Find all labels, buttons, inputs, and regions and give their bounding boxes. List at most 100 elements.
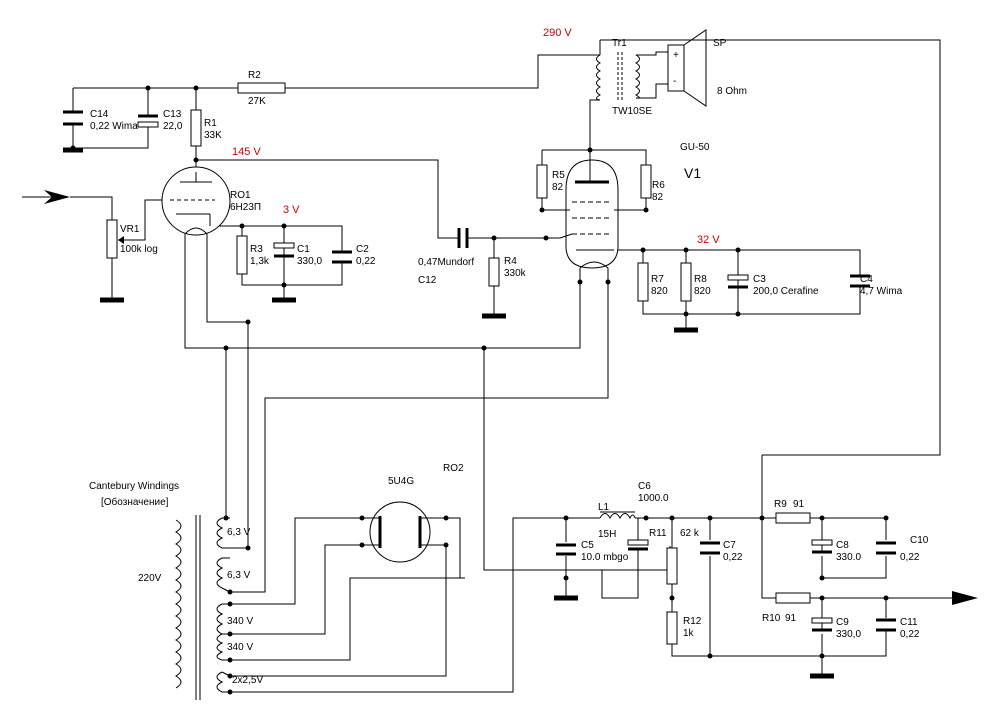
voltage-output-cathode: 32 V <box>697 234 720 246</box>
c12-ref: C12 <box>418 275 437 286</box>
capacitor-c3 <box>727 274 749 281</box>
winding-5: 2x2,5V <box>232 675 263 686</box>
r2-ref: R2 <box>248 70 261 81</box>
v1-type: GU-50 <box>680 142 710 153</box>
c8-value: 330.0 <box>836 552 861 563</box>
resistor-r3 <box>236 235 248 275</box>
r3-ref: R3 <box>250 244 263 255</box>
r10-ref: R10 <box>762 613 781 624</box>
r9-value: 91 <box>793 499 805 510</box>
resistor-r4 <box>488 257 500 287</box>
l1-value: 15H <box>598 529 616 540</box>
c4-ref: C4 <box>860 274 873 285</box>
r1-ref: R1 <box>204 118 217 129</box>
ro2-type: 5U4G <box>388 476 414 487</box>
c12-value: 0,47Mundorf <box>418 257 474 268</box>
winding-4: 340 V <box>227 642 253 653</box>
tr1-ref: Tr1 <box>612 38 627 49</box>
winding-1: 6,3 V <box>227 527 251 538</box>
c5-ref: C5 <box>581 540 594 551</box>
c8-ref: C8 <box>836 540 849 551</box>
capacitor-c11 <box>876 618 896 632</box>
c2-value: 0,22 <box>356 256 376 267</box>
anode <box>180 172 212 183</box>
r5-value: 82 <box>552 182 564 193</box>
input-arrow-icon <box>44 190 70 204</box>
resistor-r1 <box>190 109 202 147</box>
c1-ref: C1 <box>297 244 310 255</box>
l1-ref: L1 <box>598 502 610 513</box>
power-transformer <box>175 515 231 700</box>
ro2-ref: RO2 <box>443 463 464 474</box>
r2-value: 27K <box>248 96 266 107</box>
output-transformer-tr1 <box>596 52 640 102</box>
winding-2: 6,3 V <box>227 570 251 581</box>
c14-value: 0,22 Wima <box>90 121 138 132</box>
speaker-impedance: 8 Ohm <box>717 86 747 97</box>
resistor-r7 <box>637 262 649 302</box>
c7-ref: C7 <box>723 540 736 551</box>
resistor-r8 <box>680 262 692 302</box>
r7-ref: R7 <box>651 274 664 285</box>
c10-value: 0,22 <box>900 552 920 563</box>
capacitor-c7 <box>700 541 720 555</box>
r12-value: 1k <box>683 628 695 639</box>
r12-ref: R12 <box>683 616 702 627</box>
r7-value: 820 <box>651 286 668 297</box>
r9-ref: R9 <box>774 499 787 510</box>
speaker-sp <box>667 29 707 107</box>
heater <box>579 261 609 269</box>
capacitor-c10 <box>876 541 896 555</box>
ro1-ref: RO1 <box>230 190 251 201</box>
c5-value: 10.0 mbgo <box>581 552 629 563</box>
primary-voltage: 220V <box>138 573 162 584</box>
speaker-minus: - <box>673 76 676 87</box>
capacitor-c2 <box>332 250 352 264</box>
c3-ref: C3 <box>753 274 766 285</box>
potentiometer-vr1 <box>106 219 118 259</box>
inductor-l1 <box>599 511 636 520</box>
r1-value: 33K <box>204 130 222 141</box>
c13-value: 22,0 <box>163 121 183 132</box>
c4-value: 4,7 Wima <box>860 286 903 297</box>
voltage-driver-anode: 145 V <box>232 146 261 158</box>
c9-value: 330,0 <box>836 629 861 640</box>
tr1-type: TW10SE <box>612 106 652 117</box>
ground-symbols <box>63 147 834 679</box>
vr1-ref: VR1 <box>120 224 140 235</box>
c6-ref: C6 <box>638 481 651 492</box>
r6-value: 82 <box>652 192 664 203</box>
voltage-driver-cathode: 3 V <box>283 204 300 216</box>
c6-value: 1000.0 <box>638 493 669 504</box>
c13-ref: C13 <box>163 109 182 120</box>
r4-value: 330k <box>504 268 527 279</box>
tube-ro2 <box>362 501 435 563</box>
tube-v1 <box>559 159 619 269</box>
r5-ref: R5 <box>552 170 565 181</box>
c9-ref: C9 <box>836 617 849 628</box>
v1-ref: V1 <box>684 165 701 181</box>
power-transformer-designation: [Обозначение] <box>101 496 169 508</box>
winding-3: 340 V <box>227 616 253 627</box>
r4-ref: R4 <box>504 256 517 267</box>
capacitor-c6 <box>627 539 649 546</box>
capacitor-c5 <box>556 543 576 556</box>
capacitor-c9 <box>811 617 833 624</box>
resistor-r11 <box>666 547 678 585</box>
vr1-value: 100k log <box>120 244 158 255</box>
r8-ref: R8 <box>694 274 707 285</box>
r8-value: 820 <box>694 286 711 297</box>
r11-value: 62 k <box>680 528 700 539</box>
resistor-r6 <box>640 164 652 199</box>
c11-ref: C11 <box>900 617 918 628</box>
resistors <box>106 82 811 645</box>
c11-value: 0,22 <box>900 629 920 640</box>
capacitor-c14 <box>63 110 83 126</box>
voltage-anode: 290 V <box>543 27 572 39</box>
signal-arrows <box>22 190 978 605</box>
r3-value: 1,3k <box>250 256 270 267</box>
ro1-type: 6Н23П <box>230 202 261 213</box>
capacitor-c8 <box>811 539 833 546</box>
r11-ref: R11 <box>649 528 667 539</box>
c2-ref: C2 <box>356 244 369 255</box>
